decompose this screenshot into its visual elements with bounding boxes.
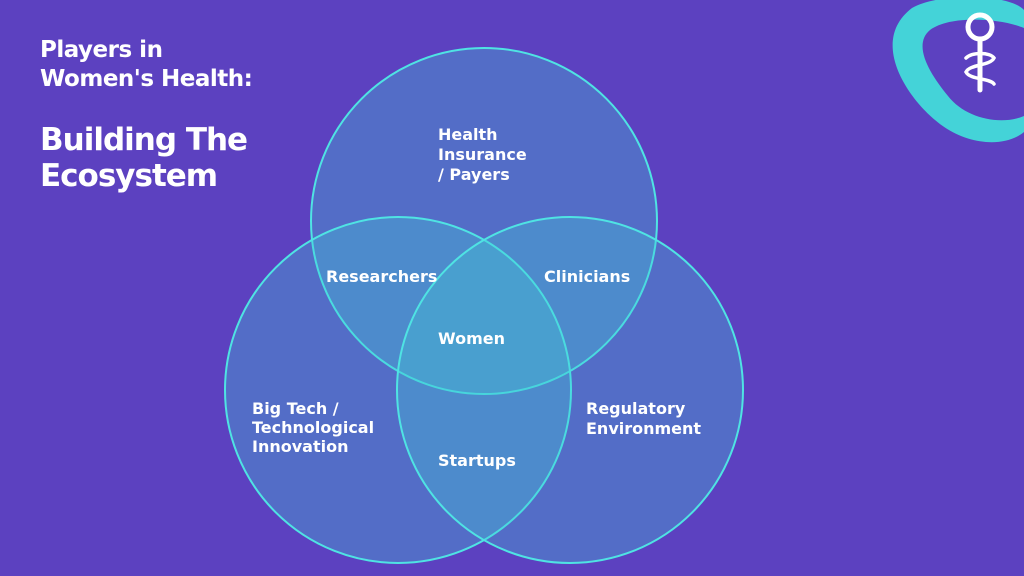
venn-diagram: Health Insurance / Payers Big Tech / Tec… bbox=[224, 47, 744, 564]
venn-circle-health-insurance bbox=[310, 47, 658, 395]
female-symbol-caduceus-icon bbox=[964, 12, 997, 93]
subtitle-line-1: Building The bbox=[40, 122, 247, 158]
label-big-tech: Big Tech / Technological Innovation bbox=[252, 399, 380, 456]
venn-circle-regulatory bbox=[396, 216, 744, 564]
label-startups: Startups bbox=[438, 451, 516, 470]
title-line-2: Women's Health: bbox=[40, 66, 252, 92]
label-researchers: Researchers bbox=[326, 267, 437, 286]
subtitle-line-2: Ecosystem bbox=[40, 158, 217, 194]
title-line-1: Players in bbox=[40, 37, 162, 63]
label-health-insurance: Health Insurance / Payers bbox=[438, 125, 532, 184]
label-clinicians: Clinicians bbox=[544, 267, 630, 286]
label-women: Women bbox=[438, 329, 505, 348]
brand-logo bbox=[892, 0, 1024, 143]
label-regulatory: Regulatory Environment bbox=[586, 399, 701, 438]
logo-blob-inner bbox=[922, 19, 1024, 121]
slide-title: Players in Women's Health: Building The … bbox=[40, 37, 253, 194]
